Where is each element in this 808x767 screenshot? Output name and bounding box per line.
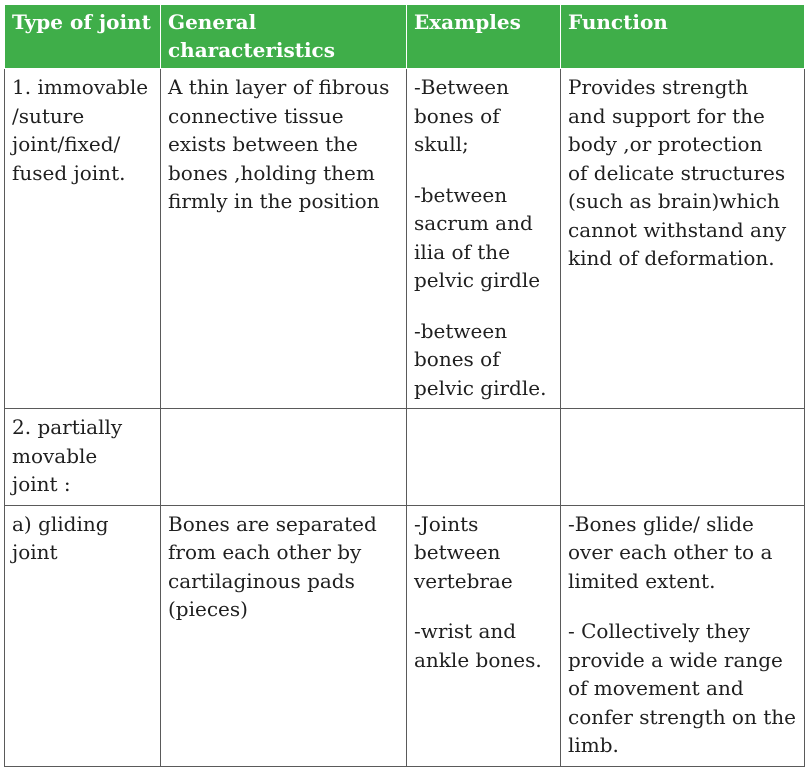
cell-line: from each other by: [168, 540, 362, 564]
cell-line: joint :: [12, 472, 71, 496]
table-header: Type of joint General characteristics Ex…: [4, 4, 805, 69]
cell-line: bones of: [414, 347, 500, 371]
header-line: Examples: [414, 10, 521, 34]
cell-paragraph: Bones are separated from each other by car…: [168, 510, 399, 624]
cell-line: provide a wide range: [568, 647, 783, 672]
cell-line: 1. immovable: [12, 75, 149, 99]
cell-line: ankle bones.: [414, 647, 542, 672]
cell-line: bones of: [414, 103, 500, 128]
cell-line: and support for the: [568, 103, 765, 128]
cell-line: over each other to a: [568, 540, 773, 564]
cell-function: -Bones glide/ slide over each other to a l…: [560, 504, 805, 767]
cell-line: limb.: [568, 733, 619, 757]
cell-line: -wrist and: [414, 619, 517, 643]
table-row: 1. immovable/suture joint/fixed/fused joi…: [4, 68, 805, 409]
cell-line: Bones are separated: [168, 511, 377, 536]
cell-line: joint: [12, 540, 58, 564]
cell-paragraph: -Bones glide/ slide over each other to a l…: [568, 510, 797, 596]
cell-line: - Collectively they: [568, 619, 750, 643]
cell-type: 1. immovable/suture joint/fixed/fused joi…: [4, 68, 161, 409]
table-body: 1. immovable/suture joint/fixed/fused joi…: [4, 68, 805, 767]
cell-line: 2. partially: [12, 415, 123, 439]
cell-characteristics: A thin layer of fibrous connective tissue…: [160, 68, 407, 409]
cell-line: limited extent.: [568, 568, 716, 593]
header-row: Type of joint General characteristics Ex…: [4, 4, 805, 69]
cell-paragraph: Provides strength and support for the body…: [568, 73, 797, 273]
cell-line: vertebrae: [414, 568, 513, 593]
cell-line: cannot withstand any: [568, 217, 787, 242]
cell-line: body ,or protection: [568, 132, 763, 156]
cell-line: pelvic girdle: [414, 268, 541, 292]
header-line: Function: [568, 10, 668, 34]
header-function: Function: [560, 4, 805, 69]
cell-line: joint/fixed/: [12, 132, 121, 156]
cell-line: A thin layer of fibrous: [168, 75, 390, 99]
cell-line: -Joints: [414, 511, 479, 536]
cell-paragraph: - Collectively they provide a wide range o…: [568, 617, 797, 760]
cell-line: of delicate structures: [568, 160, 786, 185]
cell-line: confer strength on the: [568, 704, 796, 729]
table-row: 2. partially movable joint :: [4, 408, 805, 506]
cell-line: kind of deformation.: [568, 246, 775, 270]
cell-line: (pieces): [168, 597, 248, 621]
table-row: a) gliding joint Bones are separated from e…: [4, 504, 805, 767]
cell-function: [560, 408, 805, 506]
cell-characteristics: [160, 408, 407, 506]
header-line: Type of joint: [12, 10, 151, 34]
cell-type: 2. partially movable joint :: [4, 408, 161, 506]
cell-line: bones ,holding them: [168, 160, 375, 185]
cell-line: sacrum and: [414, 211, 533, 235]
cell-line: Provides strength: [568, 75, 749, 99]
header-type-of-joint: Type of joint: [4, 4, 161, 69]
cell-paragraph: -Joints between vertebrae: [414, 510, 553, 596]
cell-paragraph: A thin layer of fibrous connective tissue…: [168, 73, 399, 216]
cell-line: of movement and: [568, 676, 744, 700]
cell-line: fused joint.: [12, 160, 126, 185]
cell-line: between: [414, 540, 501, 564]
cell-paragraph: -between bones of pelvic girdle.: [414, 317, 553, 403]
cell-characteristics: Bones are separated from each other by car…: [160, 504, 407, 767]
cell-paragraph: -Between bones of skull;: [414, 73, 553, 159]
cell-paragraph: -between sacrum and ilia of the pelvic gird…: [414, 181, 553, 295]
cell-line: -Bones glide/ slide: [568, 511, 754, 536]
header-general-characteristics: General characteristics: [160, 4, 407, 69]
cell-line: cartilaginous pads: [168, 568, 355, 593]
cell-paragraph: -wrist and ankle bones.: [414, 617, 553, 674]
header-examples: Examples: [406, 4, 561, 69]
cell-function: Provides strength and support for the body…: [560, 68, 805, 409]
cell-examples: -Joints between vertebrae -wrist and ankle b…: [406, 504, 561, 767]
cell-line: firmly in the position: [168, 189, 380, 213]
joints-table: Type of joint General characteristics Ex…: [4, 4, 805, 767]
cell-line: -between: [414, 318, 508, 343]
cell-line: movable: [12, 443, 98, 468]
cell-line: /suture: [12, 103, 85, 128]
header-line: characteristics: [168, 38, 335, 62]
cell-type: a) gliding joint: [4, 504, 161, 767]
cell-line: -Between: [414, 75, 509, 99]
cell-line: (such as brain)which: [568, 189, 780, 213]
cell-line: -between: [414, 182, 508, 207]
cell-line: a) gliding: [12, 511, 109, 536]
cell-line: pelvic girdle.: [414, 375, 547, 400]
cell-line: exists between the: [168, 132, 358, 156]
cell-examples: [406, 408, 561, 506]
cell-line: skull;: [414, 132, 469, 156]
cell-line: connective tissue: [168, 103, 344, 128]
cell-line: ilia of the: [414, 239, 511, 264]
cell-examples: -Between bones of skull; -between sacrum and…: [406, 68, 561, 409]
header-line: General: [168, 10, 257, 34]
